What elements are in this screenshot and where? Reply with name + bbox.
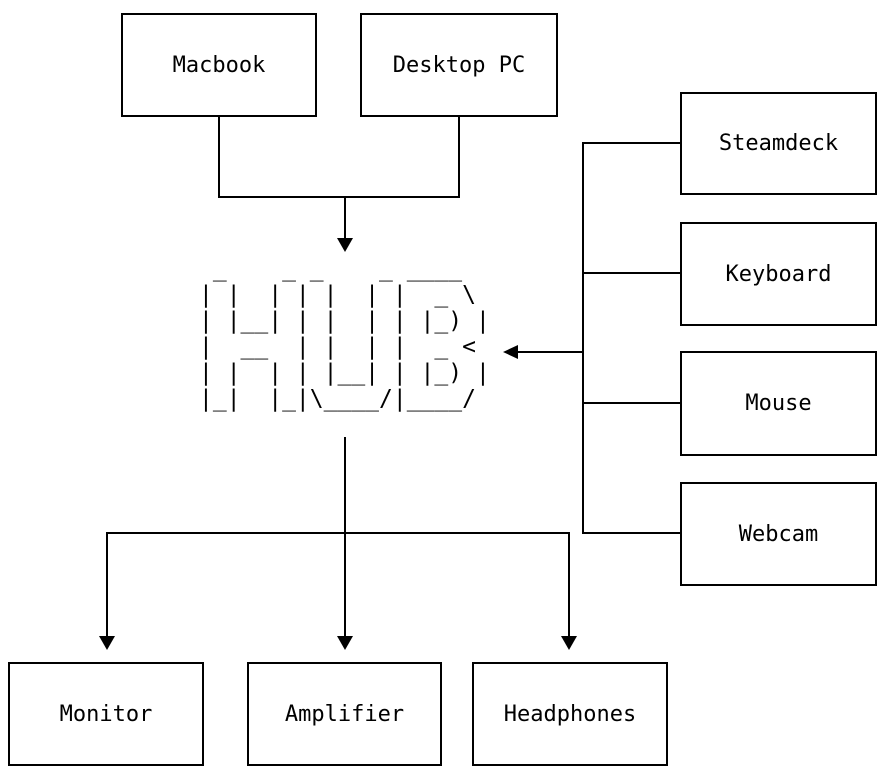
edge-steamdeck-stub-line [582,142,680,144]
edge-headphones-drop-line [568,532,570,636]
arrowhead-into-amplifier-icon [337,636,353,650]
edge-keyboard-stub-line [582,272,680,274]
arrowhead-into-hub-right-icon [503,345,518,359]
arrowhead-into-monitor-icon [99,636,115,650]
edge-sources-join-line [218,196,460,198]
node-amplifier-label: Amplifier [284,701,405,727]
node-keyboard: Keyboard [680,222,877,326]
node-webcam: Webcam [680,482,877,586]
node-monitor-label: Monitor [59,701,153,727]
edge-rail-to-hub-line [518,351,584,353]
node-desktop-pc: Desktop PC [360,13,558,117]
edge-sources-to-hub-stem [344,196,346,238]
edge-desktop-pc-drop-line [458,117,460,198]
node-macbook: Macbook [121,13,317,117]
edge-monitor-drop-line [106,532,108,636]
node-desktop-pc-label: Desktop PC [392,52,526,78]
edge-webcam-stub-line [582,532,680,534]
arrowhead-into-headphones-icon [561,636,577,650]
edge-macbook-drop-line [218,117,220,198]
node-steamdeck: Steamdeck [680,92,877,195]
node-mouse: Mouse [680,351,877,456]
node-keyboard-label: Keyboard [725,261,832,287]
edge-mouse-stub-line [582,402,680,404]
edge-hub-out-stem [344,437,346,636]
outputs-distribution-line [106,532,570,534]
node-steamdeck-label: Steamdeck [718,131,839,156]
node-headphones: Headphones [472,662,668,766]
node-mouse-label: Mouse [745,391,812,416]
peripherals-rail-line [582,142,584,534]
node-macbook-label: Macbook [172,52,266,78]
arrowhead-into-hub-top-icon [337,238,353,252]
node-monitor: Monitor [8,662,204,766]
node-headphones-label: Headphones [503,701,637,727]
node-webcam-label: Webcam [738,521,819,547]
node-amplifier: Amplifier [247,662,442,766]
hub-ascii-art: _ _ _ _ ____ | | | | | | | _ \ | |__| | … [199,256,490,412]
